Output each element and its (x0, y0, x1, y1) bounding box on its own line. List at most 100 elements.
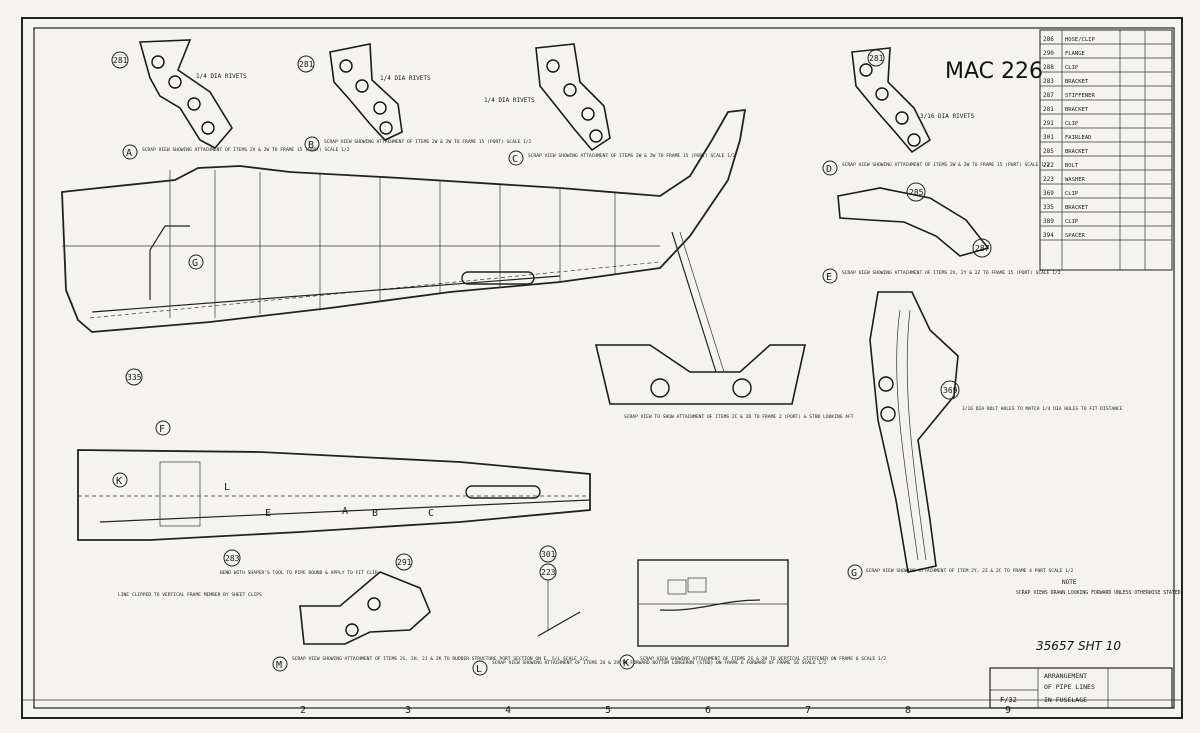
bracket-part (138, 39, 233, 150)
view-caption: SCRAP VIEW TO SHOW ATTACHMENT OF ITEMS 2… (624, 414, 854, 420)
clip-block (687, 577, 707, 593)
zone-number: 6 (705, 705, 711, 716)
fitting-block (159, 461, 201, 527)
rivet-note: 1/4 DIA RIVETS (484, 97, 535, 104)
bom-item-number: 389 (1043, 218, 1054, 225)
zone-letter: A (342, 506, 348, 517)
bom-frame (1039, 29, 1173, 271)
item-balloon (539, 545, 557, 563)
bolt-hole (355, 79, 369, 93)
inner-border (33, 27, 1175, 709)
bolt-hole (373, 101, 387, 115)
title-block: F/32 ARRANGEMENT OF PIPE LINES IN FUSELA… (989, 667, 1173, 709)
view-letter-circle (304, 136, 320, 152)
scrap-view-k: K SCRAP VIEW SHOWING ATTACHMENT OF ITEMS… (619, 559, 886, 670)
scrap-view-l: 301 223 L SCRAP VIEW SHOWING ATTACHMENT … (472, 545, 827, 676)
view-letter-circle (619, 654, 635, 670)
tank-fitting (465, 485, 541, 499)
bom-item-number: 281 (1043, 106, 1054, 113)
bolt-hole (563, 83, 577, 97)
bom-item-description: STIFFENER (1065, 93, 1095, 99)
bolt-hole (907, 133, 921, 147)
stiffener-panel (637, 559, 789, 647)
lightening-hole (650, 378, 670, 398)
frame-section (594, 344, 806, 405)
zone-number: 2 (300, 705, 306, 716)
bom-item-number: 287 (1043, 92, 1054, 99)
bolt-hole (367, 597, 381, 611)
general-note: NOTE SCRAP VIEWS DRAWN LOOKING FORWARD U… (1016, 579, 1181, 596)
bom-item-description: BRACKET (1065, 79, 1089, 85)
bom-item-number: 285 (1043, 148, 1054, 155)
view-letter: L (476, 664, 482, 675)
lightening-hole (732, 378, 752, 398)
scrap-view-c: 1/4 DIA RIVETS C SCRAP VIEW SHOWING ATTA… (484, 43, 736, 166)
pipe-run (679, 231, 725, 373)
pipe-run (89, 261, 661, 319)
item-balloon (125, 368, 143, 386)
zone-number: 9 (1005, 705, 1011, 716)
bom-item-description: CLIP (1065, 65, 1079, 71)
note-text: SCRAP VIEWS DRAWN LOOKING FORWARD UNLESS… (1016, 590, 1181, 596)
rivet-note: 1/4 DIA RIVETS (380, 75, 431, 82)
view-letter: D (826, 164, 832, 175)
zone-numbers: 2 3 4 5 6 7 8 9 (300, 705, 1011, 716)
pipe-branch (149, 225, 190, 300)
title-line: ARRANGEMENT (1044, 672, 1087, 680)
bracket-part (851, 47, 932, 154)
scrap-view-b: 281 1/4 DIA RIVETS B SCRAP VIEW SHOWING … (297, 43, 532, 152)
view-letter-circle (112, 472, 128, 488)
zone-letter: E (265, 508, 271, 519)
view-letter-circle (188, 254, 204, 270)
bom-item-number: 288 (1043, 64, 1054, 71)
angle-bracket (837, 187, 990, 257)
bom-item-description: SPACER (1065, 233, 1086, 239)
zone-number: 8 (905, 705, 911, 716)
bolt-hole (859, 63, 873, 77)
item-balloon (297, 55, 315, 73)
item-number: 335 (127, 373, 142, 382)
item-number: 281 (113, 56, 128, 65)
view-caption: SCRAP VIEW SHOWING ATTACHMENT OF ITEMS 2… (492, 660, 827, 666)
zone-number: 5 (605, 705, 611, 716)
view-caption: SCRAP VIEW SHOWING ATTACHMENT OF ITEMS 2… (842, 270, 1061, 276)
view-letter: K (116, 476, 122, 487)
bolt-hole (589, 129, 603, 143)
view-letter: F (159, 424, 165, 435)
item-number: 281 (869, 54, 884, 63)
view-letter-circle (847, 564, 863, 580)
note-heading: NOTE (1062, 579, 1077, 586)
bom-item-number: 291 (1043, 120, 1054, 127)
pipe-run (671, 231, 717, 373)
pipe-run (659, 599, 761, 611)
bom-item-number: 223 (1043, 176, 1054, 183)
scrap-view-m: 283 291 BEND WITH SHAPER'S TOOL TO PIPE … (220, 549, 588, 672)
bom-item-description: WASHER (1065, 177, 1086, 183)
bolt-hole (201, 121, 215, 135)
view-letter: B (308, 140, 314, 151)
bolt-hole (379, 121, 393, 135)
view-caption: SCRAP VIEW SHOWING ATTACHMENT OF ITEMS 2… (142, 147, 350, 153)
item-number: 283 (225, 554, 240, 563)
tank-fitting (461, 271, 535, 285)
pipe-run (91, 275, 561, 313)
bom-item-description: CLIP (1065, 219, 1079, 225)
view-caption: SCRAP VIEW SHOWING ATTACHMENT OF ITEMS 2… (324, 139, 532, 145)
scrap-view-a: 281 1/4 DIA RIVETS A SCRAP VIEW SHOWING … (111, 39, 350, 160)
title-block-frame (989, 667, 1173, 709)
zone-letter: L (224, 482, 230, 493)
view-caption: SCRAP VIEW SHOWING ATTACHMENT OF ITEMS 2… (842, 162, 1050, 168)
clip-block (667, 579, 687, 595)
item-number: 291 (397, 558, 412, 567)
pipe-run (99, 499, 591, 523)
bolt-hole (345, 623, 359, 637)
rudder-fitting (299, 571, 431, 645)
view-letter-circle (155, 420, 171, 436)
bom-item-number: 335 (1043, 204, 1054, 211)
view-letter: G (851, 568, 857, 579)
view-caption: SCRAP VIEW SHOWING ATTACHMENT OF ITEM 2Y… (866, 568, 1074, 574)
view-letter-circle (272, 656, 288, 672)
bom-item-number: 222 (1043, 162, 1054, 169)
